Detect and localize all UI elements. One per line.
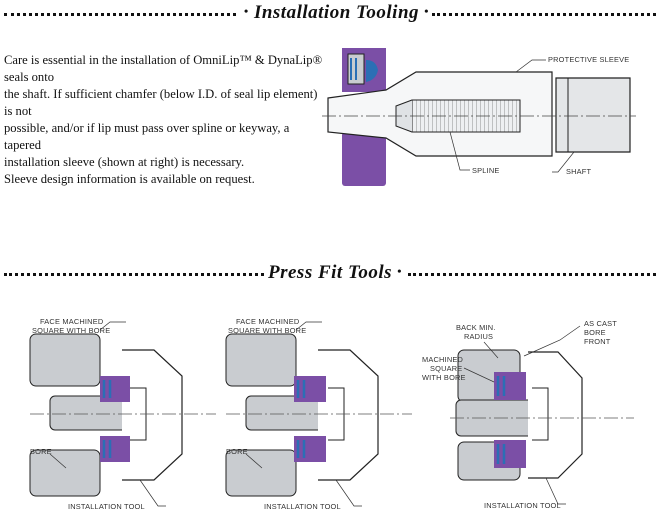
description-footnote: Sleeve design information is available o… xyxy=(4,172,255,186)
header-dotted-rule-right xyxy=(408,273,656,276)
face-machined-label: SQUARE WITH BORE xyxy=(32,326,110,335)
bore-label: BORE xyxy=(30,447,52,456)
installation-tooling-title: • Installation Tooling • xyxy=(244,2,429,23)
press-fit-tools-title-text: Press Fit Tools xyxy=(268,262,392,283)
description-line: Care is essential in the installation of… xyxy=(4,53,323,84)
as-cast-bore-label: AS CAST xyxy=(584,319,617,328)
machined-square-label: WITH BORE xyxy=(422,373,466,382)
face-machined-label: FACE MACHINED xyxy=(236,317,299,326)
installation-tool xyxy=(528,351,583,479)
protective-sleeve-label: PROTECTIVE SLEEVE xyxy=(548,55,629,64)
header-dotted-rule-left xyxy=(4,273,264,276)
machined-square-label: MACHINED xyxy=(422,355,463,364)
header-dotted-rule-left xyxy=(4,13,236,16)
installation-tooling-title-text: Installation Tooling xyxy=(253,2,420,23)
press-fit-diagram-1: FACE MACHINED SQUARE WITH BORE BORE INST… xyxy=(29,317,216,511)
installation-tool-label: INSTALLATION TOOL xyxy=(68,502,145,511)
installation-description: Care is essential in the installation of… xyxy=(4,52,324,188)
press-fit-diagram-2: FACE MACHINED SQUARE WITH BORE BORE INST… xyxy=(225,317,412,511)
shaft xyxy=(555,77,631,153)
face-machined-label: SQUARE WITH BORE xyxy=(228,326,306,335)
shaft-label: SHAFT xyxy=(566,167,592,176)
press-fit-tools-title: Press Fit Tools • xyxy=(268,262,402,283)
back-radius-label: BACK MIN. xyxy=(456,323,496,332)
machined-square-label: SQUARE xyxy=(430,364,462,373)
seal-element xyxy=(494,372,526,468)
description-line: installation sleeve (shown at right) is … xyxy=(4,155,245,169)
bore-label: BORE xyxy=(226,447,248,456)
installation-tooling-header: • Installation Tooling • xyxy=(0,2,660,26)
press-fit-tools-header: Press Fit Tools • xyxy=(0,262,660,286)
housing-lower xyxy=(342,132,386,186)
description-line: possible, and/or if lip must pass over s… xyxy=(4,121,290,152)
installation-tool-label: INSTALLATION TOOL xyxy=(484,501,561,510)
installation-sleeve-diagram: PROTECTIVE SLEEVE SPLINE SHAFT xyxy=(322,48,636,186)
installation-tool xyxy=(122,349,183,481)
installation-tool-label: INSTALLATION TOOL xyxy=(264,502,341,511)
back-radius-label: RADIUS xyxy=(464,332,493,341)
installation-tool xyxy=(318,349,379,481)
as-cast-bore-label: BORE xyxy=(584,328,606,337)
as-cast-bore-label: FRONT xyxy=(584,337,611,346)
header-dotted-rule-right xyxy=(432,13,656,16)
press-fit-diagram-3: BACK MIN. RADIUS MACHINED SQUARE WITH BO… xyxy=(422,319,634,510)
face-machined-label: FACE MACHINED xyxy=(40,317,103,326)
seal-element xyxy=(294,376,326,462)
description-line: the shaft. If sufficient chamfer (below … xyxy=(4,87,318,118)
seal-element xyxy=(100,376,130,462)
spline-label: SPLINE xyxy=(472,166,500,175)
